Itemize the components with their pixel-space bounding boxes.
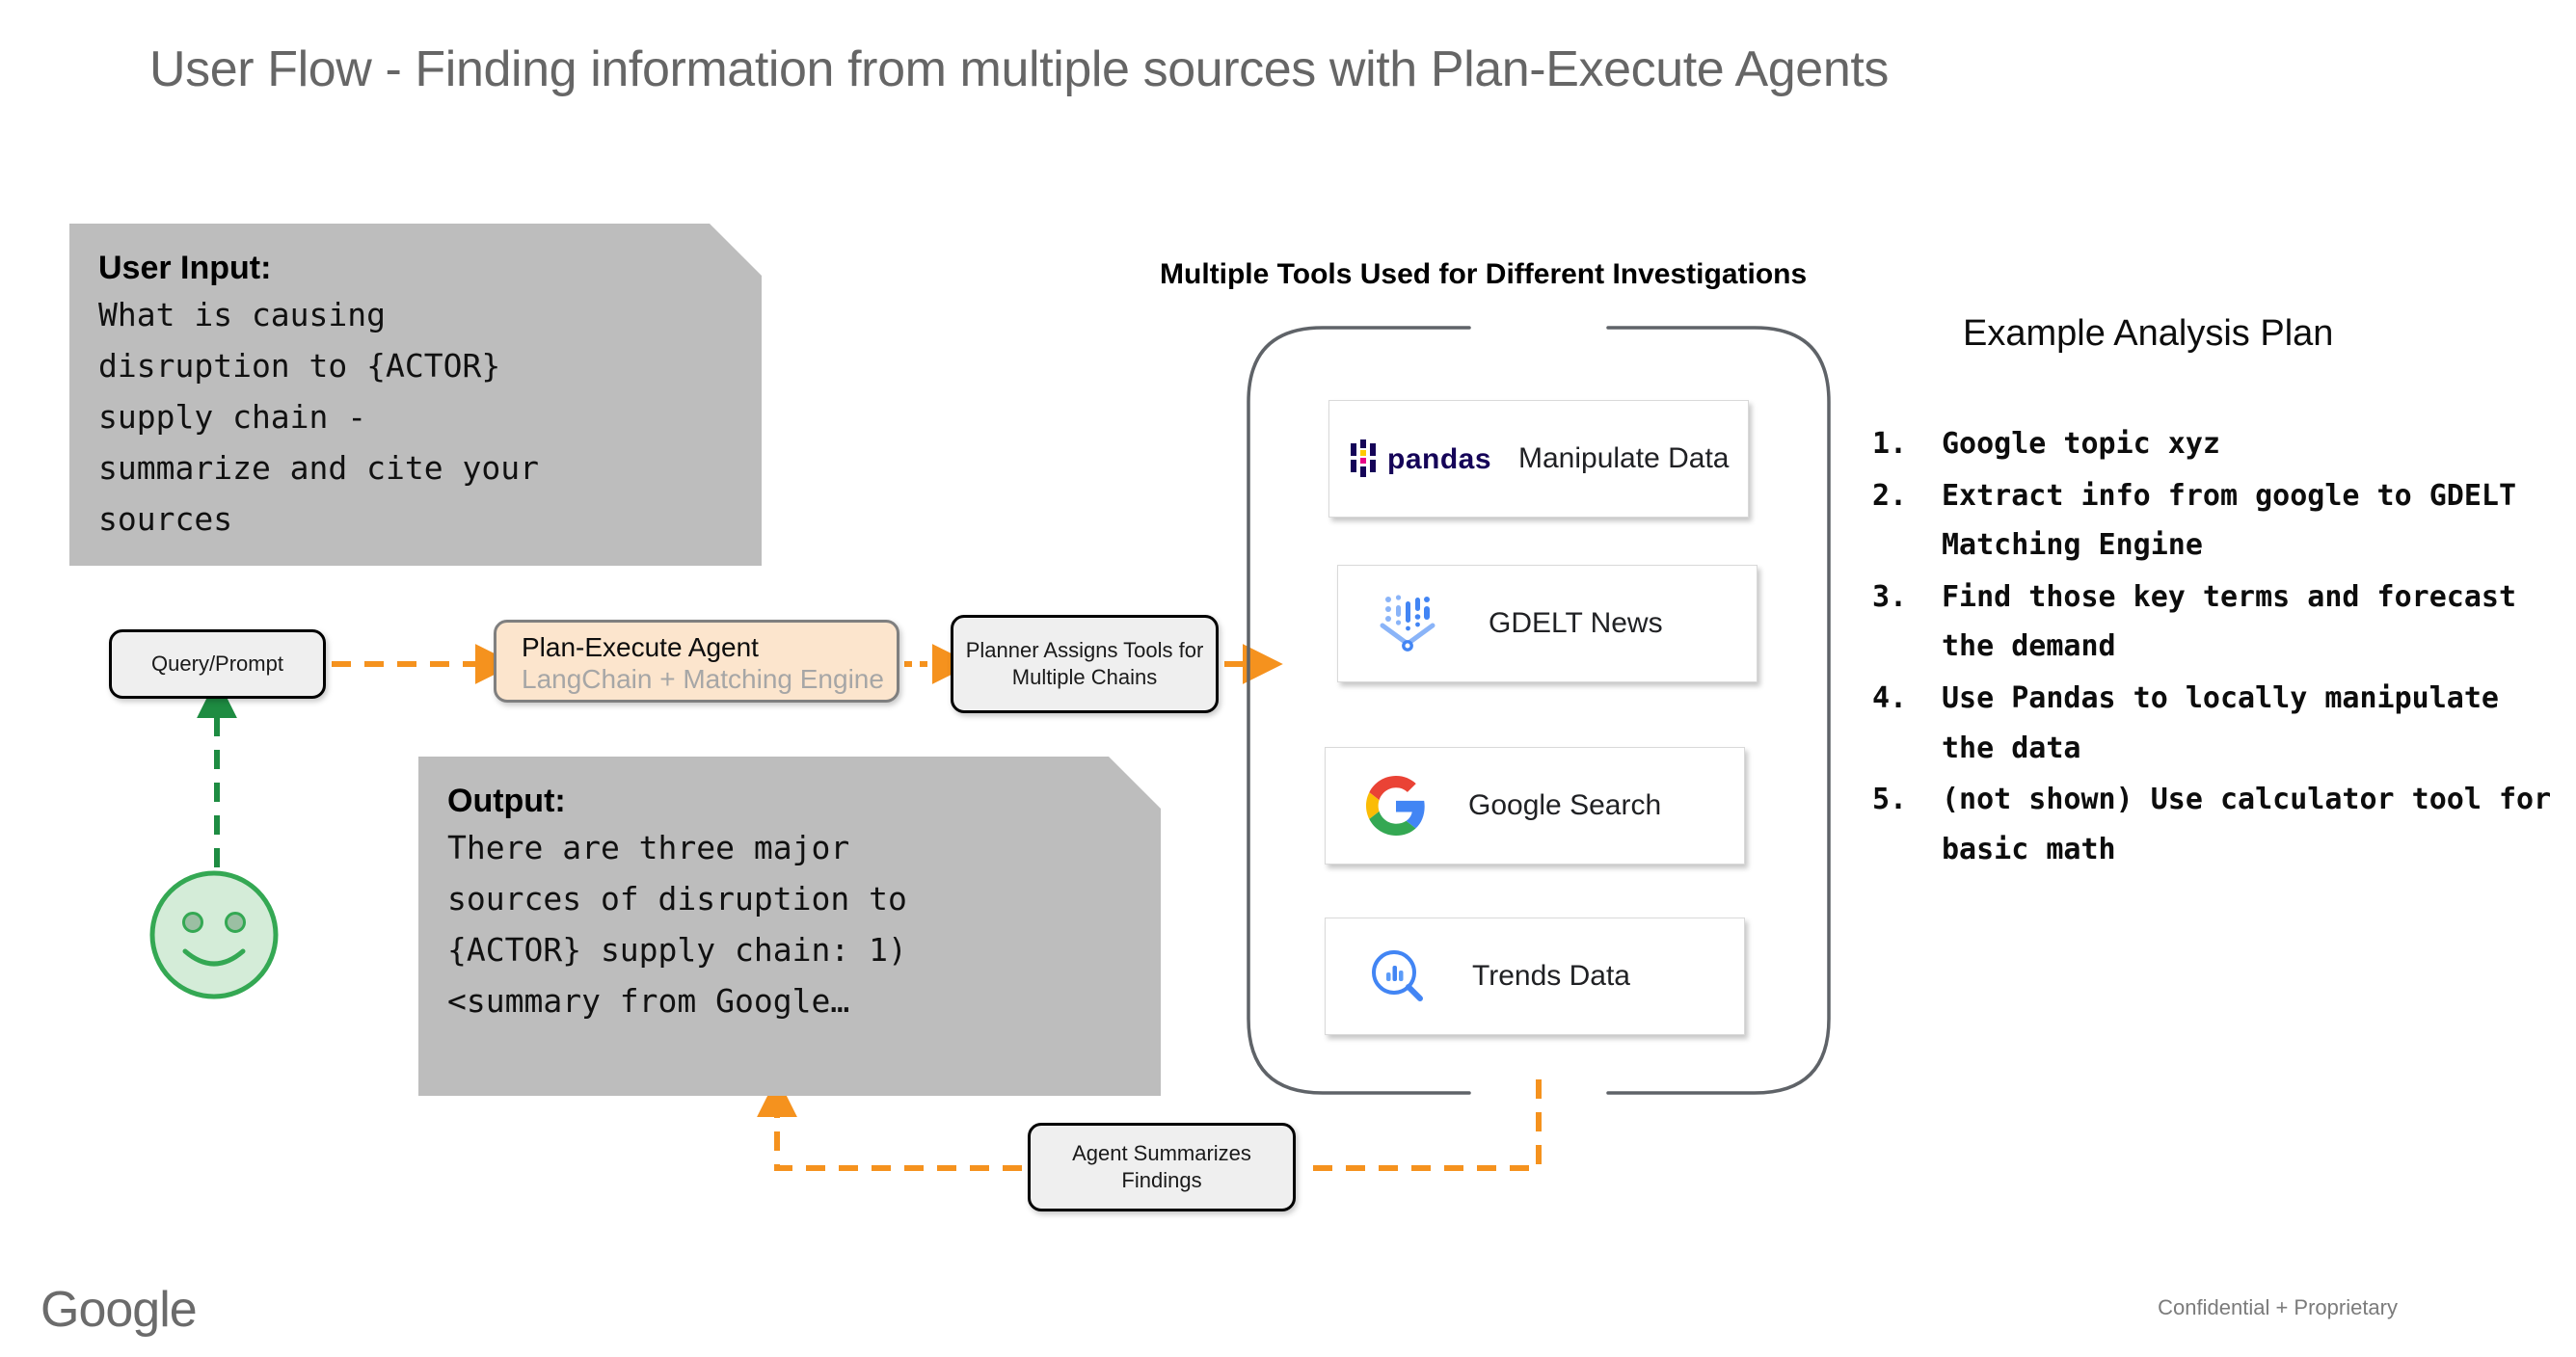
svg-text:pandas: pandas [1387,443,1491,475]
user-input-heading: User Input: [98,250,272,286]
pandas-logo-icon: pandas [1349,438,1493,480]
plan-list-item: 4. Use Pandas to locally manipulate the … [1872,674,2557,773]
plan-execute-agent-title: Plan-Execute Agent [522,632,759,662]
plan-list-item: 1. Google topic xyz [1872,419,2557,469]
plan-list-item: 5. (not shown) Use calculator tool for b… [1872,775,2557,874]
planner-assigns-tools-label: Planner Assigns Tools for Multiple Chain… [965,637,1204,689]
agent-summarizes-findings-label: Agent Summarizes Findings [1072,1140,1251,1192]
plan-item-text: Use Pandas to locally manipulate the dat… [1942,680,2499,765]
google-wordmark-logo: Google [40,1284,198,1338]
tools-section-heading: Multiple Tools Used for Different Invest… [1160,258,1808,290]
google-logo-icon [1366,776,1426,836]
gdelt-logo-icon [1379,594,1436,653]
plan-execute-agent-subtitle: LangChain + Matching Engine [522,664,884,695]
page-title: User Flow - Finding information from mul… [149,41,1889,97]
analysis-plan-list: 1. Google topic xyz 2. Extract info from… [1872,419,2557,876]
google-trends-icon [1368,947,1426,1005]
tool-label-manipulate-data: Manipulate Data [1518,442,1730,474]
plan-item-text: Extract info from google to GDELT Matchi… [1942,478,2517,563]
tool-card-gdelt-news[interactable]: GDELT News [1337,565,1758,682]
output-body: There are three major sources of disrupt… [447,829,907,1020]
output-card: Output: There are three major sources of… [418,757,1161,1096]
query-prompt-label: Query/Prompt [151,651,283,676]
smiley-face-icon [149,870,279,999]
tool-label-gdelt-news: GDELT News [1489,607,1663,639]
plan-item-number: 3. [1872,579,1908,614]
connector-summarize-to-output [757,1077,1022,1171]
user-input-card: User Input: What is causing disruption t… [69,224,762,566]
plan-item-number: 5. [1872,783,1908,817]
plan-list-item: 2. Extract info from google to GDELT Mat… [1872,471,2557,571]
plan-item-text: Find those key terms and forecast the de… [1942,579,2517,664]
svg-text:Google: Google [40,1284,197,1338]
footer-confidentiality-note: Confidential + Proprietary [2158,1295,2398,1319]
plan-item-number: 2. [1872,478,1908,513]
user-input-body: What is causing disruption to {ACTOR} su… [98,296,539,538]
planner-assigns-tools-box[interactable]: Planner Assigns Tools for Multiple Chain… [951,615,1219,713]
analysis-plan-title: Example Analysis Plan [1963,313,2334,354]
plan-execute-agent-box[interactable]: Plan-Execute Agent LangChain + Matching … [494,620,899,703]
query-prompt-box[interactable]: Query/Prompt [109,629,326,699]
plan-list-item: 3. Find those key terms and forecast the… [1872,572,2557,672]
tool-card-google-search[interactable]: Google Search [1325,747,1745,865]
plan-item-text: Google topic xyz [1942,427,2220,461]
plan-item-text: (not shown) Use calculator tool for basi… [1942,783,2552,866]
tool-card-trends-data[interactable]: Trends Data [1325,918,1745,1035]
plan-item-number: 1. [1872,427,1908,461]
tool-card-manipulate-data[interactable]: pandas Manipulate Data [1328,400,1749,518]
connector-tools-to-summarize [1303,1079,1542,1171]
plan-item-number: 4. [1872,680,1908,715]
output-heading: Output: [447,783,566,819]
tool-label-trends-data: Trends Data [1472,960,1630,992]
tool-label-google-search: Google Search [1468,789,1662,821]
agent-summarizes-findings-box[interactable]: Agent Summarizes Findings [1028,1123,1296,1211]
